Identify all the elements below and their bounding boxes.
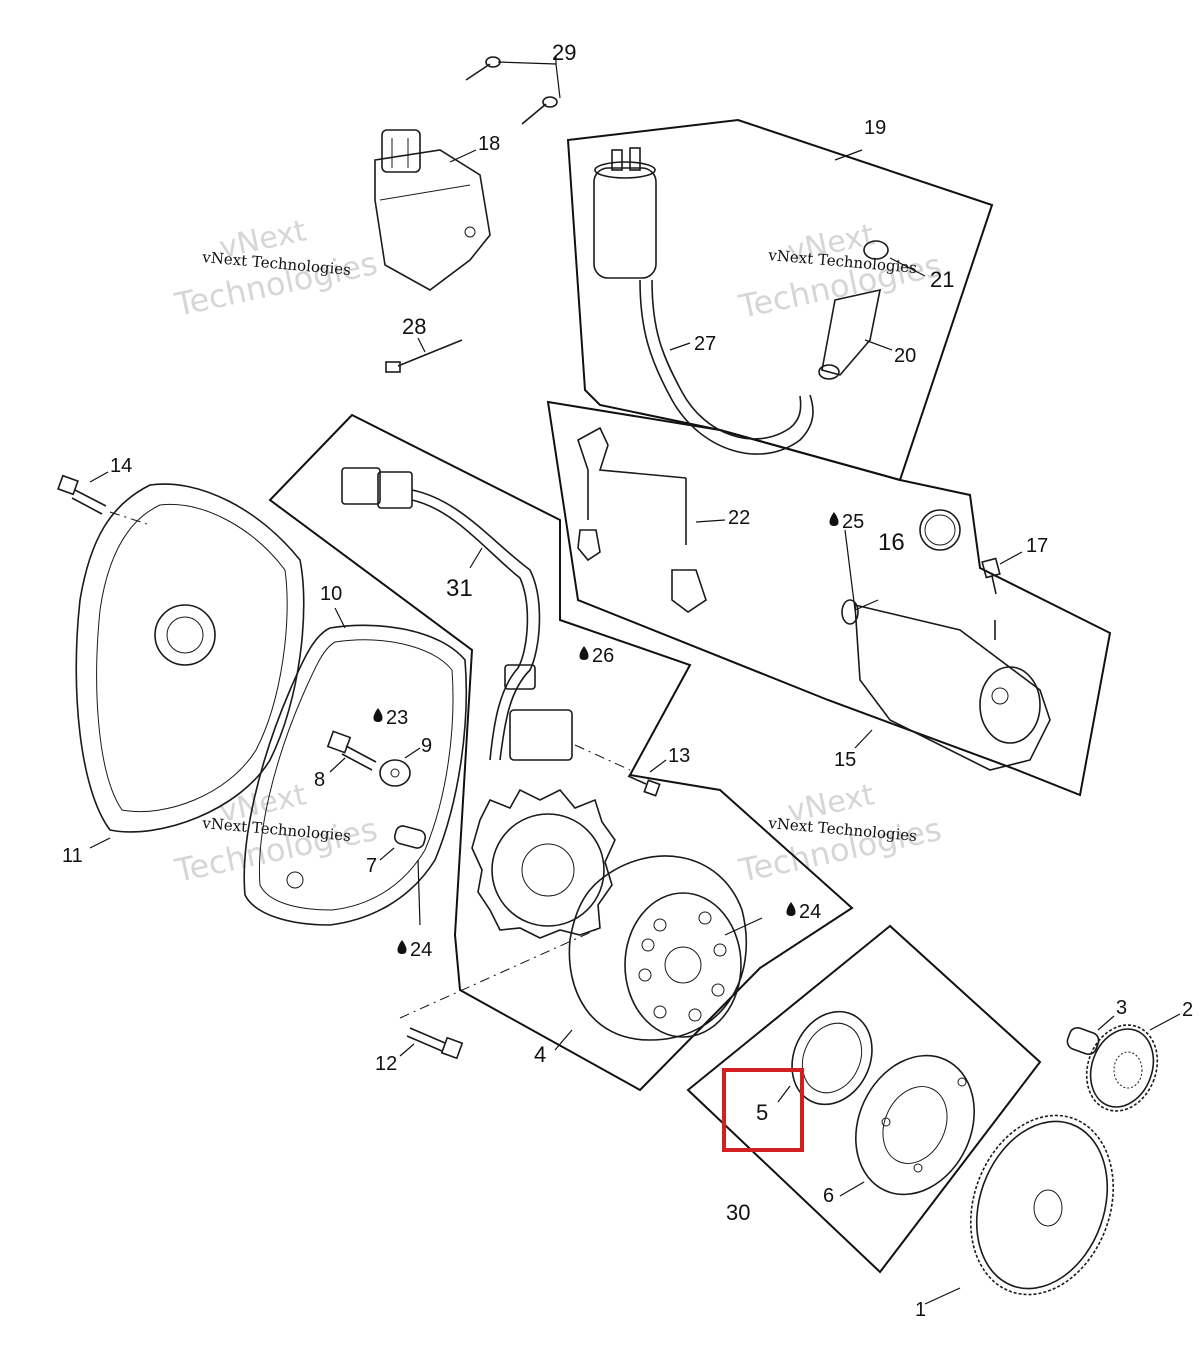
label-14: 14 xyxy=(110,455,132,477)
part-15-starter-motor xyxy=(841,529,1051,771)
watermark-bottom-left: vNext Technologies vNext Technologies xyxy=(171,777,381,890)
label-31: 31 xyxy=(446,575,473,602)
label-9: 9 xyxy=(421,735,432,757)
part-7-pin xyxy=(379,825,427,926)
drop-icon-26 xyxy=(579,646,589,660)
part-12-bolt xyxy=(399,927,601,1060)
label-23: 23 xyxy=(386,707,408,729)
label-21: 21 xyxy=(930,267,954,292)
label-11: 11 xyxy=(62,845,83,867)
label-24a: 24 xyxy=(799,901,821,923)
drop-icon-24a xyxy=(786,902,796,916)
part-9-washer xyxy=(379,747,421,787)
label-5: 5 xyxy=(756,1100,768,1125)
label-20: 20 xyxy=(894,345,916,367)
label-27: 27 xyxy=(694,333,716,355)
highlight-box-part-5 xyxy=(722,1068,804,1152)
label-29: 29 xyxy=(552,40,576,65)
label-6: 6 xyxy=(823,1185,834,1207)
label-26: 26 xyxy=(592,645,614,667)
label-16: 16 xyxy=(878,529,905,556)
part-29-screws xyxy=(465,56,561,125)
part-21-seal xyxy=(863,240,926,277)
label-25: 25 xyxy=(842,511,864,533)
part-22-wires xyxy=(577,426,726,613)
drop-icon-23 xyxy=(373,708,383,722)
part-31-stator xyxy=(341,467,616,939)
label-22: 22 xyxy=(728,507,750,529)
part-2-idler-gear xyxy=(1085,1013,1181,1112)
label-12: 12 xyxy=(375,1053,397,1075)
watermark-bottom-right: vNext Technologies vNext Technologies xyxy=(735,777,945,890)
part-11-cover xyxy=(75,483,305,849)
part-20-spark-cap xyxy=(818,288,893,380)
label-8: 8 xyxy=(314,769,325,791)
part-19-ignition-coil xyxy=(593,147,863,455)
watermark-top-left: vNext Technologies vNext Technologies xyxy=(171,213,381,324)
frame-clutch-30 xyxy=(686,924,1042,1274)
label-2: 2 xyxy=(1182,999,1193,1021)
frame-starter-15 xyxy=(546,400,1112,797)
part-4-flywheel xyxy=(554,855,763,1051)
label-30: 30 xyxy=(726,1200,750,1225)
part-16-o-ring xyxy=(919,509,961,551)
label-19: 19 xyxy=(864,117,886,139)
frame-stator-31 xyxy=(268,413,854,1092)
part-28-cable-tie xyxy=(385,337,463,373)
label-15: 15 xyxy=(834,749,856,771)
label-10: 10 xyxy=(320,583,342,605)
label-24b: 24 xyxy=(410,939,432,961)
part-13-screw xyxy=(574,744,667,797)
drop-icon-24b xyxy=(397,940,407,954)
part-17-screw xyxy=(981,551,1023,595)
part-18-cdi-box xyxy=(374,129,491,291)
label-28: 28 xyxy=(402,314,426,339)
label-4: 4 xyxy=(534,1042,546,1067)
label-17: 17 xyxy=(1026,535,1048,557)
part-3-bushing xyxy=(1066,1015,1115,1056)
label-3: 3 xyxy=(1116,997,1127,1019)
part-6-clutch-housing xyxy=(839,1054,975,1197)
part-8-bolt xyxy=(326,730,377,773)
label-18: 18 xyxy=(478,133,500,155)
part-14-bolt xyxy=(57,471,151,526)
drop-icon-25 xyxy=(829,512,839,526)
watermark-top-right: vNext Technologies vNext Technologies xyxy=(735,217,945,326)
label-1: 1 xyxy=(915,1299,926,1321)
part-5-one-way-clutch xyxy=(777,1010,873,1106)
label-7: 7 xyxy=(366,855,377,877)
part-10-gasket xyxy=(243,607,468,926)
part-1-starter-gear xyxy=(924,1114,1115,1305)
label-13: 13 xyxy=(668,745,690,767)
